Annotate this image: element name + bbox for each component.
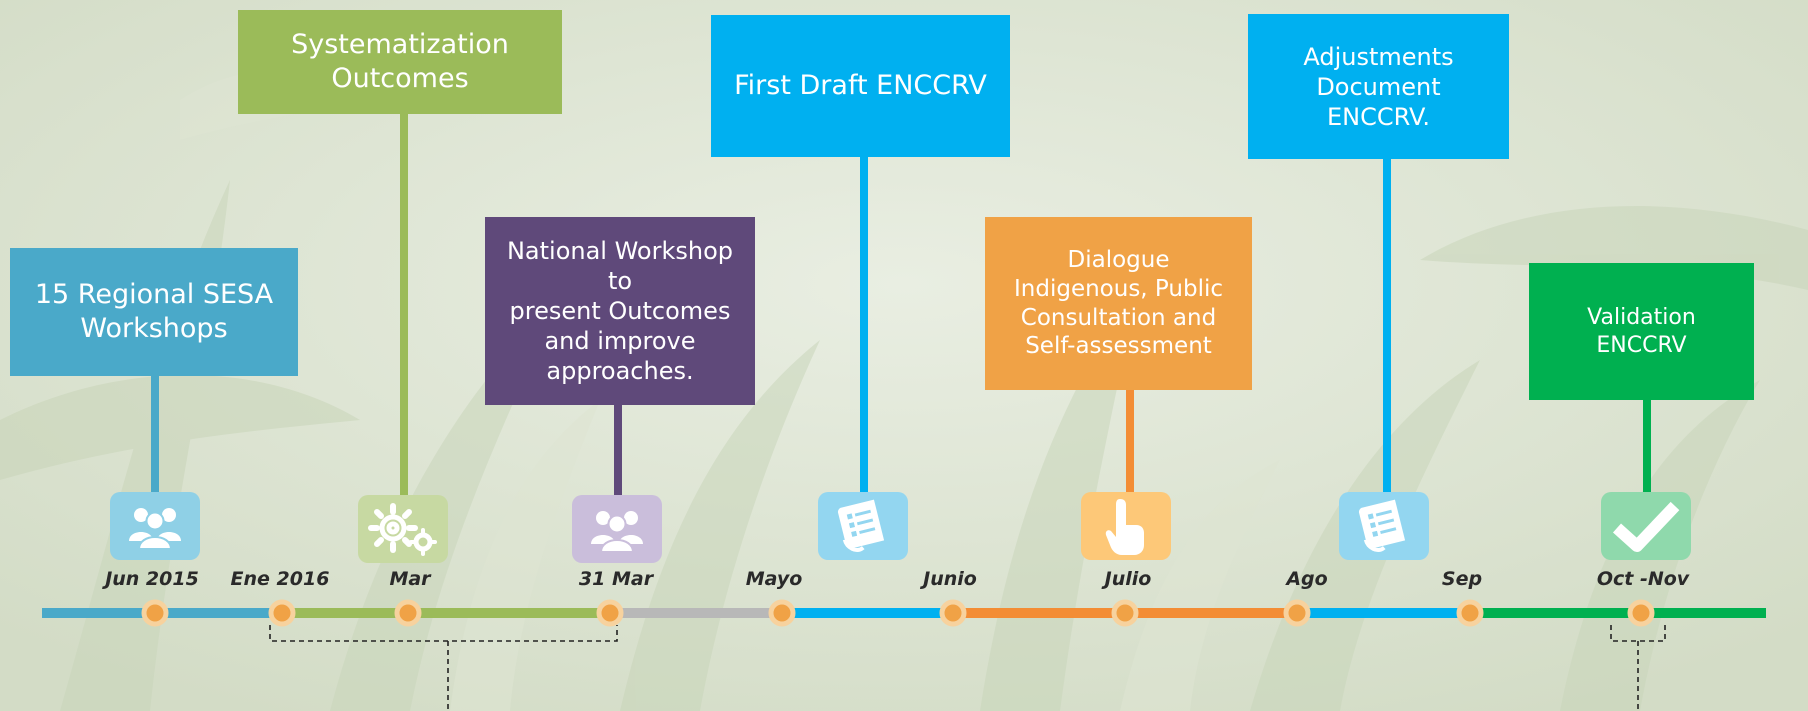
date-label-octnov: Oct -Nov (1596, 568, 1690, 590)
event-text-line: First Draft ENCCRV (734, 70, 987, 102)
tile-adjustments (1339, 492, 1429, 560)
date-label-sep: Sep (1441, 568, 1483, 590)
tile-validation (1601, 492, 1691, 560)
event-text-line: Systematization (291, 29, 509, 61)
gears-icon (368, 503, 437, 556)
date-label-julio: Julio (1104, 568, 1152, 590)
event-text-line: Outcomes (331, 63, 469, 94)
date-label-jun2015: Jun 2015 (105, 568, 199, 590)
event-text-line: Self-assessment (1025, 333, 1212, 360)
tile-systematization (358, 495, 448, 563)
event-text-line: ENCCRV (1596, 332, 1687, 358)
event-box-validation: Validation ENCCRV (1529, 263, 1754, 400)
checkmark-icon (1612, 501, 1680, 552)
date-label-mayo: Mayo (745, 568, 803, 590)
event-text-line: present Outcomes (509, 297, 731, 325)
event-box-national: National Workshop to present Outcomes an… (485, 217, 755, 405)
date-label-ene2016: Ene 2016 (230, 568, 330, 590)
tile-first-draft (818, 492, 908, 560)
event-text-line: Workshops (80, 313, 228, 344)
document-icon (837, 499, 885, 552)
event-text-line: Indigenous, Public (1014, 275, 1223, 302)
event-text-line: Consultation and (1020, 304, 1217, 331)
event-text-line: Adjustments (1303, 42, 1454, 71)
event-text-line: ENCCRV. (1327, 102, 1430, 131)
tile-dialogue (1081, 492, 1171, 560)
people-icon (591, 511, 643, 553)
stem-first-draft (860, 156, 868, 493)
tile-regional (110, 492, 200, 560)
date-label-mar: Mar (389, 568, 431, 590)
tile-national (572, 495, 662, 563)
stem-adjustments (1383, 158, 1391, 497)
hand-pointer-icon (1105, 499, 1144, 555)
date-label-ago: Ago (1286, 568, 1328, 590)
event-box-first-draft: First Draft ENCCRV (711, 15, 1010, 157)
stem-systematization (400, 113, 408, 498)
event-box-dialogue: Dialogue Indigenous, Public Consultation… (985, 217, 1252, 390)
stem-validation (1643, 399, 1651, 497)
event-box-systematization: Systematization Outcomes (238, 10, 562, 114)
event-box-regional: 15 Regional SESA Workshops (10, 248, 298, 376)
people-icon (129, 508, 181, 550)
event-text-line: National Workshop to (506, 237, 734, 295)
event-text-line: approaches. (546, 357, 694, 385)
stem-dialogue (1126, 389, 1134, 493)
event-text-line: Validation (1587, 305, 1696, 330)
event-text-line: 15 Regional SESA (34, 279, 274, 311)
event-text-line: Document (1316, 72, 1441, 101)
date-label-junio: Junio (923, 568, 977, 590)
event-text-line: Dialogue (1067, 247, 1170, 273)
event-text-line: and improve (544, 327, 696, 355)
event-box-adjustments: Adjustments Document ENCCRV. (1248, 14, 1509, 159)
date-label-31mar: 31 Mar (578, 568, 654, 590)
document-icon (1358, 499, 1406, 552)
stem-national (614, 405, 622, 497)
stem-regional (151, 376, 159, 494)
